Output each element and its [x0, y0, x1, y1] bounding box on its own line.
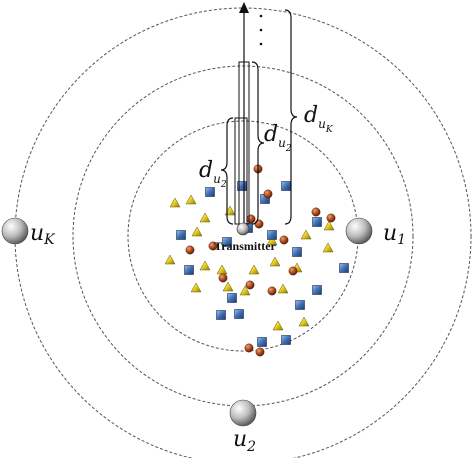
square-scatterer-icon	[234, 309, 244, 319]
square-scatterer-icon	[312, 217, 322, 227]
square-scatterer-icon	[281, 335, 291, 345]
square-scatterer-icon	[312, 285, 322, 295]
transmitter-label: Transmitter	[214, 239, 276, 253]
user-sphere-icon	[229, 399, 257, 427]
circle-scatterer-icon	[326, 213, 336, 223]
distance-braces	[220, 9, 298, 225]
circle-scatterer-icon	[311, 207, 321, 217]
label-d-u2-inner: du2	[199, 158, 227, 190]
user-sphere-icon	[1, 217, 29, 245]
triangle-scatterer-icon	[300, 229, 312, 240]
square-scatterer-icon	[339, 263, 349, 273]
triangle-scatterer-icon	[164, 254, 176, 265]
distance-arrow	[234, 2, 250, 225]
square-scatterer-icon	[281, 181, 291, 191]
circle-scatterer-icon	[244, 343, 254, 353]
square-scatterer-icon	[176, 230, 186, 240]
circle-scatterer-icon	[288, 266, 298, 276]
circle-scatterer-icon	[245, 280, 255, 290]
circle-scatterer-icon	[279, 235, 289, 245]
triangle-scatterer-icon	[239, 285, 251, 296]
label-d-uK: duK	[304, 103, 334, 135]
scatterer-cluster	[164, 164, 349, 357]
triangle-scatterer-icon	[185, 194, 197, 205]
square-scatterer-icon	[205, 187, 215, 197]
brace-d-u2-inner	[220, 117, 234, 225]
arrow-head-icon	[239, 2, 249, 13]
triangle-scatterer-icon	[222, 281, 234, 292]
user-u2: u2	[229, 399, 257, 455]
user-label-u2: u2	[233, 427, 256, 455]
square-scatterer-icon	[267, 230, 277, 240]
circle-scatterer-icon	[185, 245, 195, 255]
user-u1: u1	[345, 217, 406, 248]
transmitter-sphere-icon	[236, 222, 250, 236]
triangle-scatterer-icon	[322, 242, 334, 253]
brace-d-uK	[284, 9, 298, 225]
triangle-scatterer-icon	[248, 264, 260, 275]
square-scatterer-icon	[295, 300, 305, 310]
user-label-u1: u1	[383, 221, 406, 248]
triangle-scatterer-icon	[190, 282, 202, 293]
user-label-uK: uK	[30, 221, 56, 248]
ellipsis-dot	[259, 14, 263, 18]
square-scatterer-icon	[227, 293, 237, 303]
square-scatterer-icon	[292, 247, 302, 257]
square-scatterer-icon	[222, 237, 232, 247]
triangle-scatterer-icon	[266, 235, 278, 246]
triangle-scatterer-icon	[216, 264, 228, 275]
circle-scatterer-icon	[208, 241, 218, 251]
triangle-scatterer-icon	[191, 226, 203, 237]
triangle-scatterer-icon	[298, 316, 310, 327]
triangle-scatterer-icon	[169, 197, 181, 208]
ellipsis-dot	[259, 42, 263, 46]
square-scatterer-icon	[184, 265, 194, 275]
ellipsis-dot	[259, 28, 263, 32]
triangle-scatterer-icon	[199, 212, 211, 223]
triangle-scatterer-icon	[323, 220, 335, 231]
circle-scatterer-icon	[267, 286, 277, 296]
triangle-scatterer-icon	[269, 256, 281, 267]
brace-d-u2-outer	[251, 61, 265, 225]
distance-rect-inner	[234, 117, 248, 225]
circle-scatterer-icon	[254, 219, 264, 229]
square-scatterer-icon	[216, 310, 226, 320]
triangle-scatterer-icon	[277, 283, 289, 294]
circle-scatterer-icon	[255, 347, 265, 357]
square-scatterer-icon	[257, 337, 267, 347]
triangle-scatterer-icon	[199, 260, 211, 271]
triangle-scatterer-icon	[272, 320, 284, 331]
circle-scatterer-icon	[218, 273, 228, 283]
circle-scatterer-icon	[246, 214, 256, 224]
circle-scatterer-icon	[263, 189, 273, 199]
ellipsis-dots	[259, 14, 263, 46]
label-d-u2-outer: du2	[264, 122, 292, 154]
user-sphere-icon	[345, 217, 373, 245]
user-uK: uK	[1, 217, 56, 248]
